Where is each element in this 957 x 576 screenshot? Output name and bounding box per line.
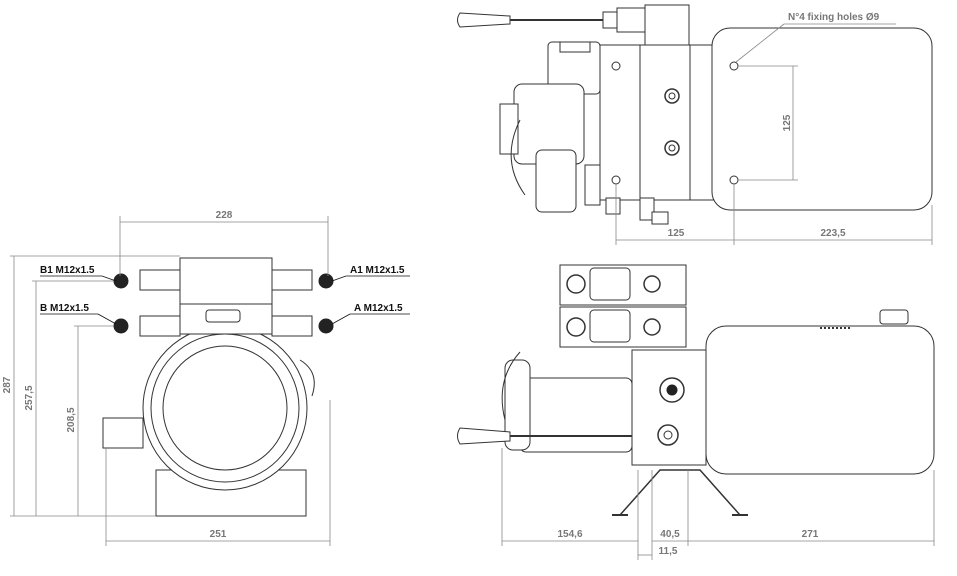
port-nut-b <box>113 318 129 334</box>
front-fitting-a <box>271 315 313 337</box>
top-tank <box>711 27 933 211</box>
label-port-b: B M12x1.5 <box>40 303 89 314</box>
dim-side-271: 271 <box>802 529 819 540</box>
dim-front-2085: 208,5 <box>66 407 77 432</box>
port-nut-a <box>318 318 334 334</box>
front-view: 228 251 287 257,5 208,5 B1 M12x1.5 B M12… <box>2 210 410 546</box>
label-port-a: A M12x1.5 <box>354 303 403 314</box>
front-filler-cap <box>205 309 241 323</box>
port-nut-a1 <box>318 273 334 289</box>
fixing-hole-1 <box>611 61 621 71</box>
dim-top-125-vertical: 125 <box>782 114 793 131</box>
side-view: 154,6 40,5 11,5 271 <box>457 264 935 560</box>
side-filler-cap <box>879 309 909 325</box>
side-tank <box>705 325 935 475</box>
label-fixing-holes: N°4 fixing holes Ø9 <box>788 12 880 23</box>
front-side-box <box>102 417 144 449</box>
dim-front-287: 287 <box>2 376 13 393</box>
front-fitting-b1 <box>139 269 181 291</box>
side-motor <box>519 377 633 453</box>
label-port-b1: B1 M12x1.5 <box>40 265 95 276</box>
top-lever-handle <box>457 12 511 28</box>
front-motor-bump <box>299 359 315 397</box>
side-block <box>631 349 707 466</box>
front-fitting-b <box>139 315 181 337</box>
dim-front-2575: 257,5 <box>24 385 35 410</box>
label-port-a1: A1 M12x1.5 <box>350 265 405 276</box>
front-valve-block <box>179 257 273 305</box>
side-feet <box>619 469 741 516</box>
top-view: N°4 fixing holes Ø9 125 125 223,5 <box>457 4 933 245</box>
dim-top-125-horizontal: 125 <box>668 228 685 239</box>
dim-front-228: 228 <box>216 210 233 221</box>
front-motor-outer <box>142 325 308 491</box>
dim-front-251: 251 <box>210 529 227 540</box>
top-valve-stack <box>644 4 690 51</box>
front-fitting-a1 <box>271 269 313 291</box>
dim-side-1546: 154,6 <box>557 529 582 540</box>
front-motor-face <box>162 345 288 471</box>
dim-side-115: 11,5 <box>659 546 678 557</box>
dim-side-405: 40,5 <box>660 529 680 540</box>
port-nut-b1 <box>113 273 129 289</box>
dim-top-2235: 223,5 <box>820 228 845 239</box>
side-lever-handle <box>457 427 511 445</box>
